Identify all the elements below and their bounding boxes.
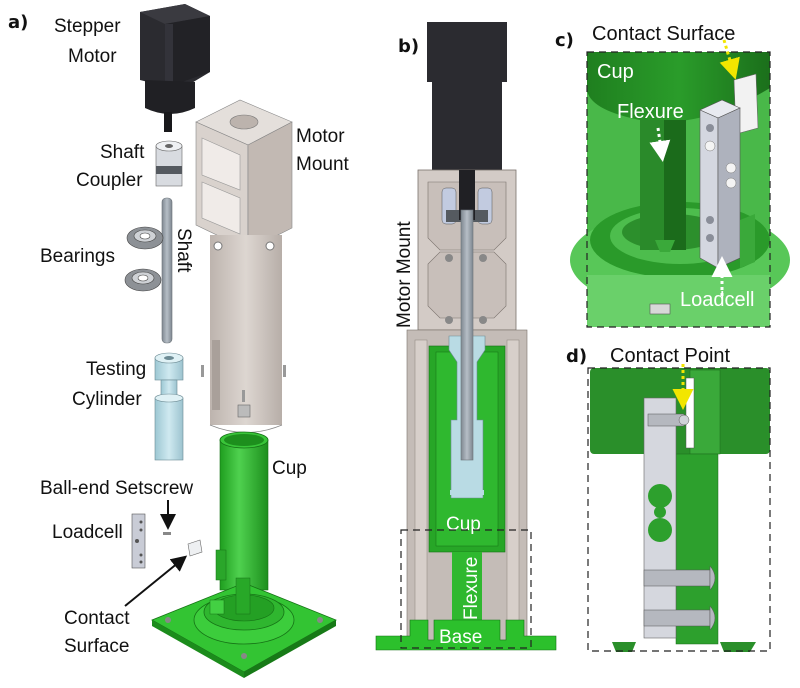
flexure-section bbox=[452, 552, 482, 622]
ball-end-setscrew-part bbox=[163, 532, 171, 535]
label-cup-section: Cup bbox=[446, 514, 481, 535]
cup-part bbox=[215, 431, 269, 591]
cup-section bbox=[428, 209, 506, 622]
label-flexure-c: Flexure bbox=[617, 101, 684, 123]
label-contact-surface-line2: Surface bbox=[64, 636, 129, 657]
base-part bbox=[151, 577, 337, 678]
panel-b: b) Motor Mount bbox=[375, 22, 557, 651]
label-motor-mount-line2: Mount bbox=[296, 154, 350, 175]
motor-section bbox=[427, 22, 507, 82]
label-cup-c: Cup bbox=[597, 61, 634, 83]
label-base-section: Base bbox=[439, 627, 482, 648]
label-shaft: Shaft bbox=[173, 228, 194, 273]
shaft-section bbox=[460, 209, 474, 461]
panel-a: a) Stepper Motor bbox=[8, 4, 350, 678]
panel-c: c) Contact Surface bbox=[555, 23, 790, 328]
base-section bbox=[375, 619, 557, 651]
panel-d: d) Contact Point bbox=[566, 345, 771, 652]
contact-surface-part bbox=[187, 539, 203, 557]
testing-cylinder-part bbox=[154, 352, 184, 461]
arrow-contact-surface bbox=[124, 555, 188, 607]
label-shaft-coupler-line2: Coupler bbox=[76, 170, 143, 191]
label-contact-surface-line1: Contact bbox=[64, 608, 130, 629]
label-shaft-coupler-line1: Shaft bbox=[100, 142, 145, 163]
panel-c-render bbox=[570, 39, 790, 327]
detail-box-d bbox=[587, 367, 771, 652]
panel-d-label: d) bbox=[566, 346, 587, 367]
label-ball-end-setscrew: Ball-end Setscrew bbox=[40, 478, 193, 499]
panel-a-label: a) bbox=[8, 12, 28, 33]
panel-c-label: c) bbox=[555, 30, 574, 51]
label-testing-cylinder-line2: Cylinder bbox=[72, 389, 142, 410]
panel-d-render bbox=[590, 364, 770, 652]
stepper-motor-part bbox=[140, 4, 210, 132]
panel-b-label: b) bbox=[398, 36, 419, 57]
label-motor-mount-line1: Motor bbox=[296, 126, 345, 147]
label-loadcell-c: Loadcell bbox=[680, 289, 755, 311]
label-motor-mount: Motor Mount bbox=[394, 221, 415, 328]
panel-d-title: Contact Point bbox=[610, 345, 731, 367]
shaft-coupler-part bbox=[155, 140, 183, 187]
arrow-flexure-c bbox=[649, 127, 671, 162]
label-loadcell: Loadcell bbox=[52, 522, 123, 543]
label-stepper-motor-line1: Stepper bbox=[54, 16, 121, 37]
loadcell-part bbox=[131, 513, 146, 569]
shaft-part bbox=[161, 197, 173, 344]
panel-c-title: Contact Surface bbox=[592, 23, 735, 45]
label-testing-cylinder-line1: Testing bbox=[86, 359, 146, 380]
detail-box-b bbox=[400, 529, 532, 649]
label-cup: Cup bbox=[272, 458, 307, 479]
bearings-part bbox=[124, 226, 164, 292]
label-stepper-motor-line2: Motor bbox=[68, 46, 117, 67]
motor-mount-part bbox=[195, 99, 293, 433]
label-flexure-section: Flexure bbox=[461, 557, 482, 620]
label-bearings: Bearings bbox=[40, 246, 115, 267]
